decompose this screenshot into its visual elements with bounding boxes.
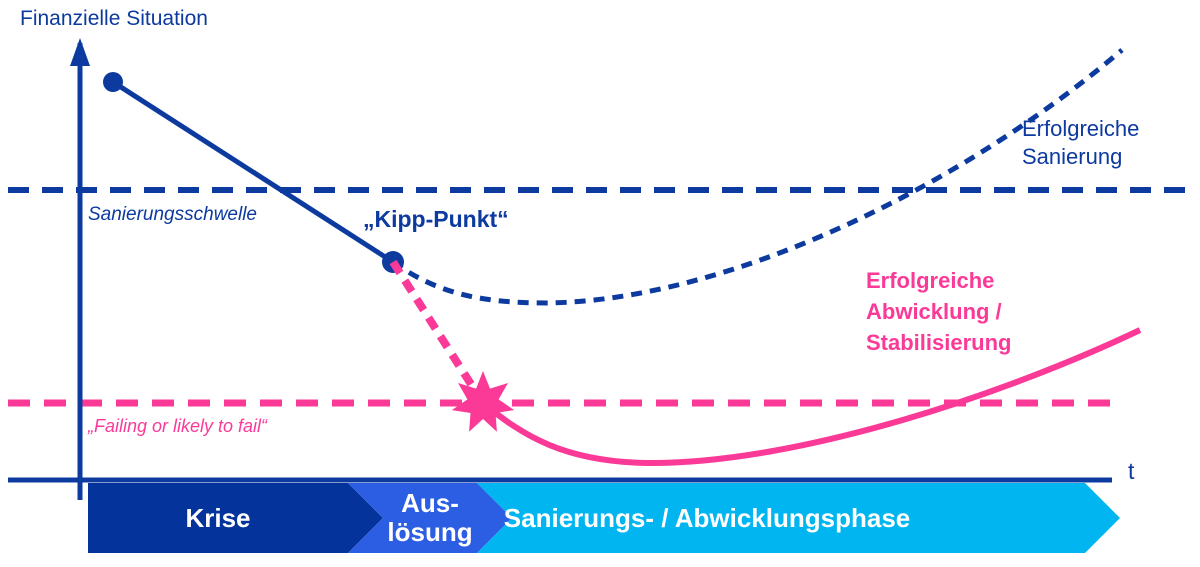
phase-label-krise: Krise	[88, 483, 348, 553]
phase-label-sanierungsphase: Sanierungs- / Abwicklungsphase	[504, 483, 910, 553]
x-axis-label: t	[1128, 458, 1135, 484]
phase-band-ausloesung	[348, 483, 512, 553]
erfolgreiche-abwicklung-line2: Abwicklung /	[866, 299, 1002, 324]
erfolgreiche-sanierung-label: Erfolgreiche Sanierung	[1022, 115, 1139, 171]
failing-threshold-label: „Failing or likely to fail“	[88, 416, 268, 436]
phase-label-sanierungsphase-text: Sanierungs- / Abwicklungsphase	[503, 502, 911, 533]
erfolgreiche-sanierung-line2: Sanierung	[1022, 144, 1123, 169]
phase-band-sanierungsphase	[477, 483, 1120, 553]
abwicklung-recovery-curve	[481, 327, 1142, 467]
y-axis-label: Finanzielle Situation	[20, 7, 208, 30]
abwicklung-fall-line	[389, 259, 487, 406]
phase-label-ausloesung-line2: lösung	[387, 517, 473, 547]
failure-event-star	[451, 371, 515, 432]
erfolgreiche-abwicklung-line3: Stabilisierung	[866, 330, 1012, 355]
tipping-point-label: „Kipp-Punkt“	[363, 206, 509, 232]
crisis-decline-line	[111, 79, 395, 265]
y-axis-arrowhead	[70, 38, 90, 66]
erfolgreiche-sanierung-line1: Erfolgreiche	[1022, 116, 1140, 141]
start-point-dot	[103, 72, 123, 92]
sanierungsschwelle-label: Sanierungsschwelle	[88, 204, 257, 225]
phase-label-krise-text: Krise	[185, 502, 251, 533]
phase-label-ausloesung-line1: Aus-	[401, 488, 459, 518]
phase-band-krise	[88, 483, 383, 553]
phase-label-ausloesung: Aus- lösung	[348, 483, 512, 553]
erfolgreiche-abwicklung-line1: Erfolgreiche	[866, 268, 995, 293]
sanierung-recovery-curve	[391, 48, 1124, 306]
erfolgreiche-abwicklung-label: Erfolgreiche Abwicklung / Stabilisierung	[866, 265, 1011, 358]
